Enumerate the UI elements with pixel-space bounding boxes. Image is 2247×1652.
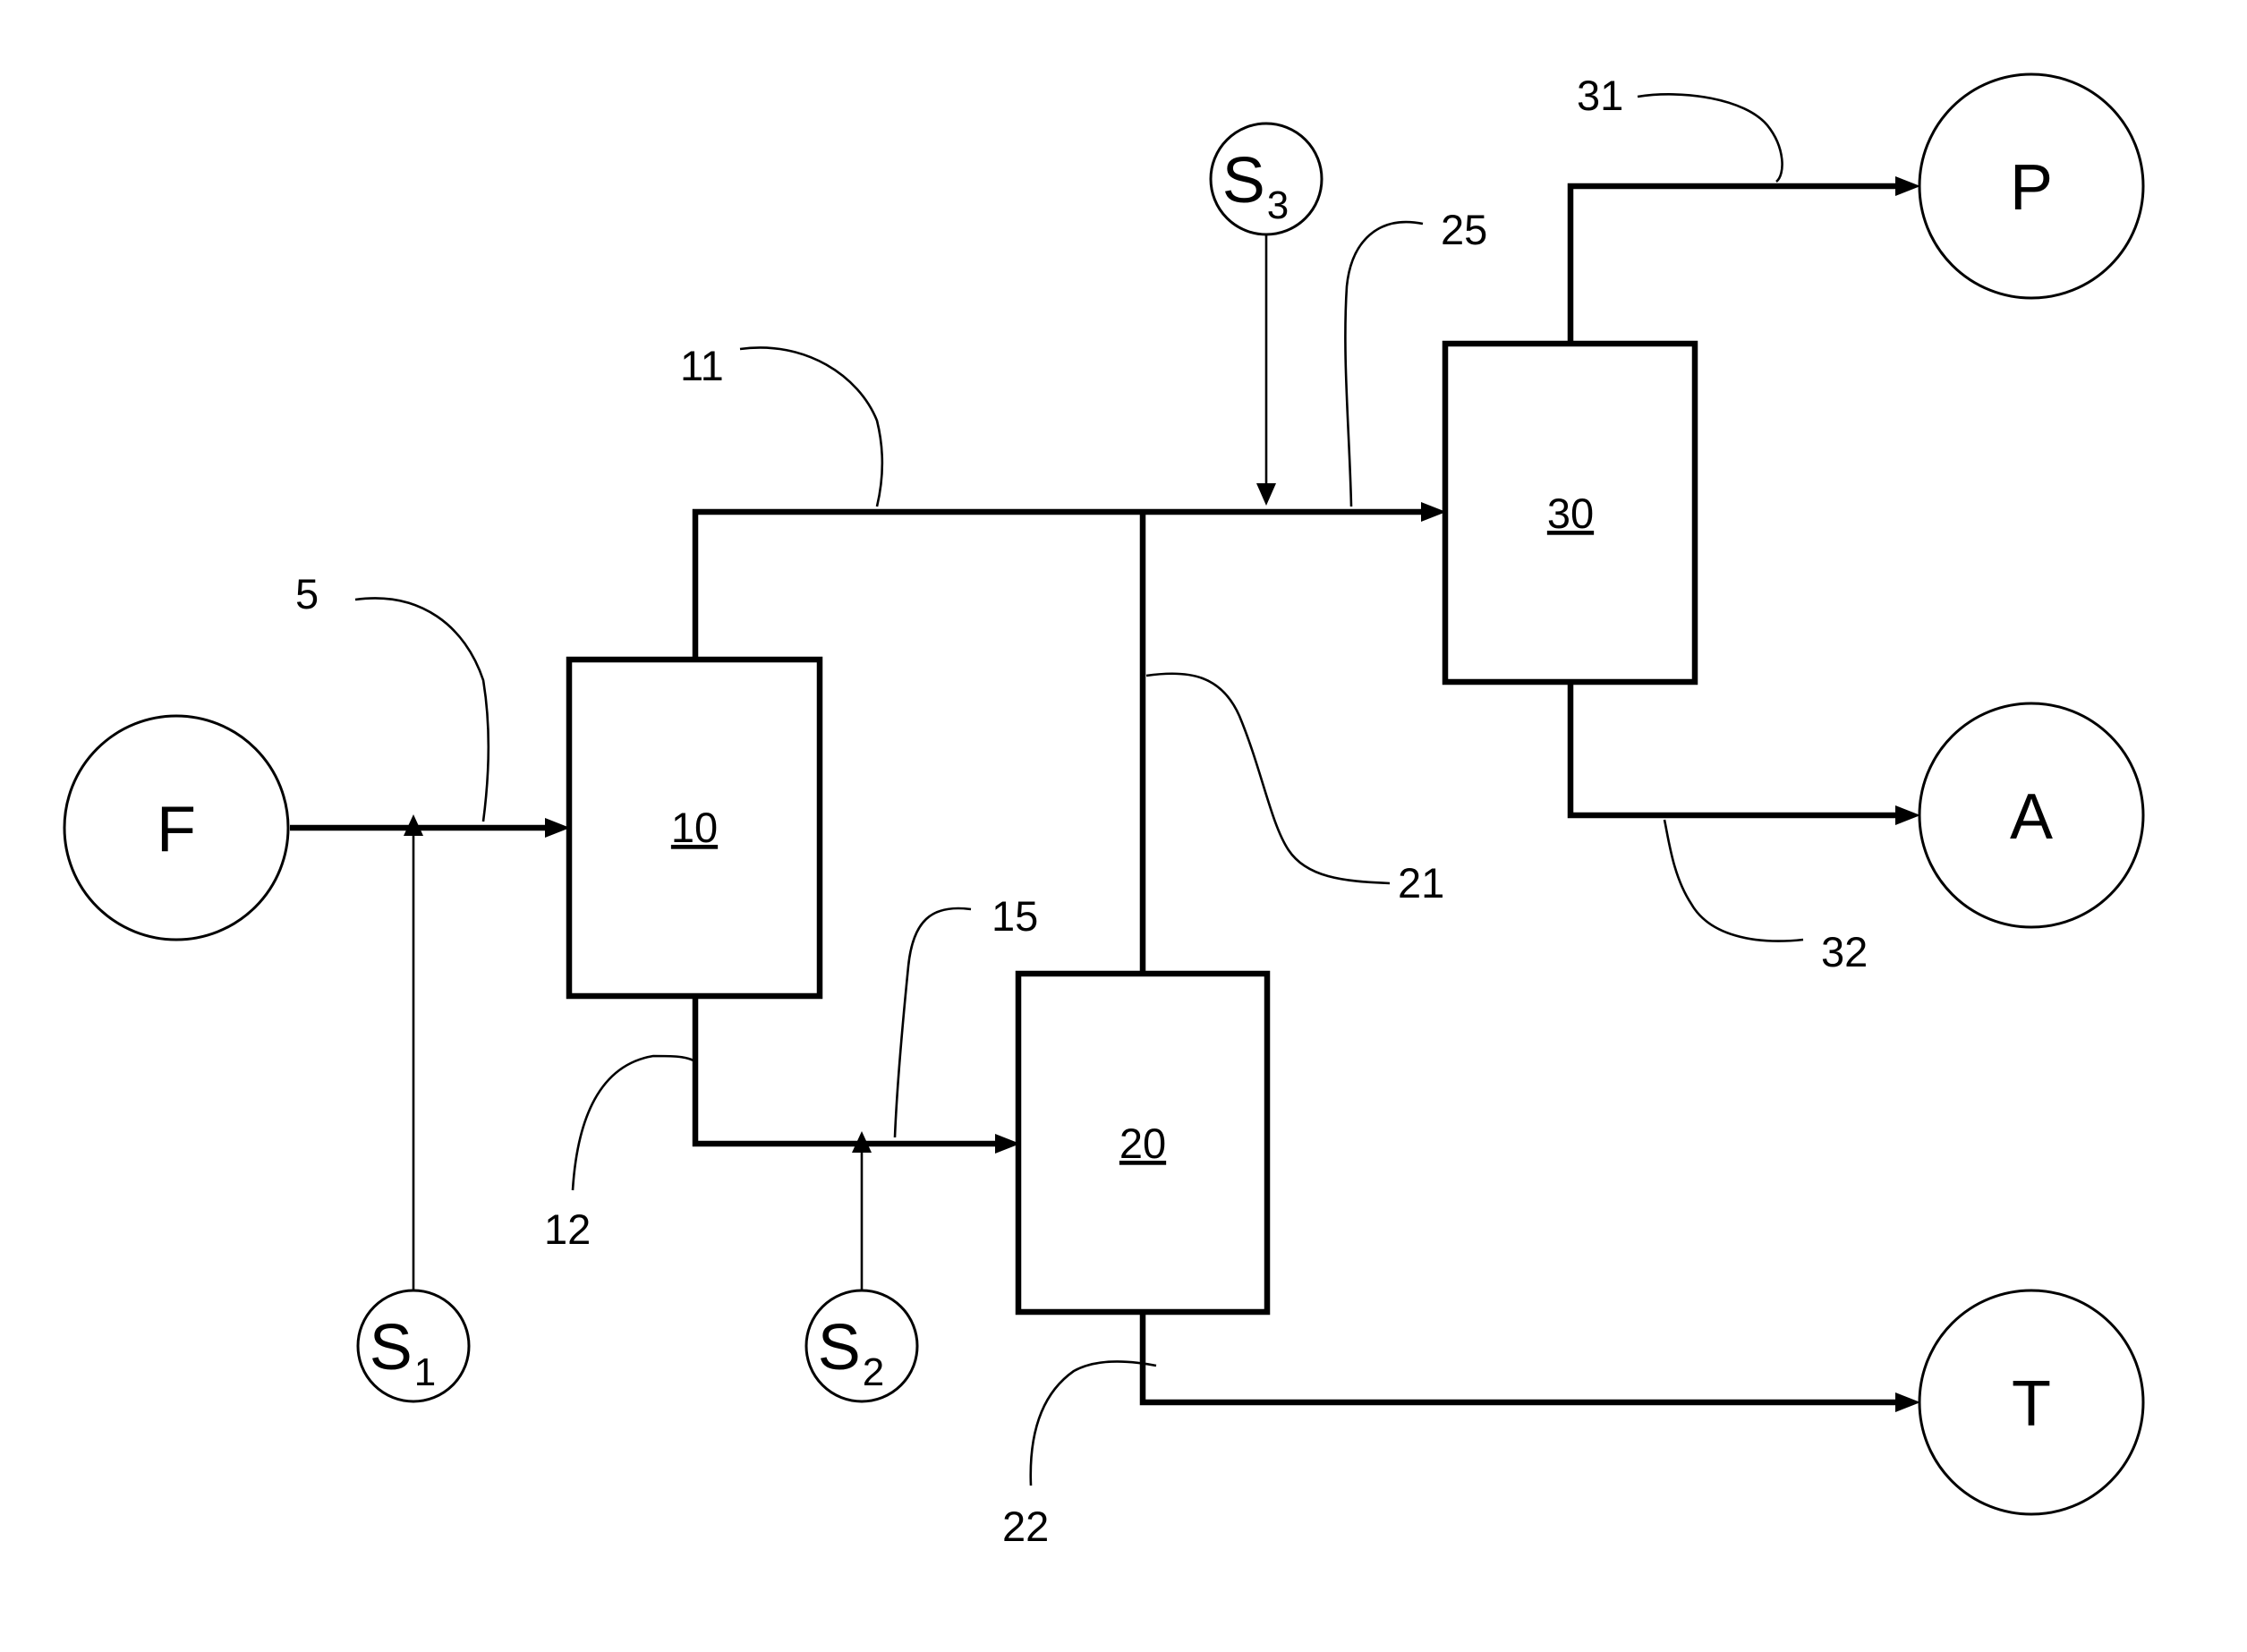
solvent-s1: S1 xyxy=(358,1290,469,1401)
reference-numbers: 5 11 12 15 21 22 25 31 32 xyxy=(295,72,1868,1550)
leader-11 xyxy=(740,347,882,507)
stream-22 xyxy=(1143,1312,1901,1402)
leader-5 xyxy=(355,598,489,822)
unit-10: 10 xyxy=(569,660,820,996)
ref-32: 32 xyxy=(1821,928,1868,975)
ref-31: 31 xyxy=(1577,72,1623,119)
ref-25: 25 xyxy=(1441,206,1487,253)
terminal-a: A xyxy=(1919,703,2143,927)
leader-21 xyxy=(1146,674,1390,883)
leader-12 xyxy=(573,1056,694,1190)
terminal-feed-label: F xyxy=(157,794,196,865)
leader-15 xyxy=(895,908,971,1137)
stream-31 xyxy=(1570,186,1901,344)
terminal-p-label: P xyxy=(2010,152,2053,224)
unit-30-label: 30 xyxy=(1547,490,1594,537)
stream-32 xyxy=(1570,682,1901,815)
terminal-t: T xyxy=(1919,1290,2143,1514)
leader-25 xyxy=(1345,222,1423,507)
leader-32 xyxy=(1664,820,1803,941)
terminal-a-label: A xyxy=(2010,781,2053,853)
unit-20-label: 20 xyxy=(1119,1120,1166,1167)
ref-11: 11 xyxy=(680,342,724,389)
terminal-t-label: T xyxy=(2012,1368,2051,1440)
ref-5: 5 xyxy=(295,570,319,617)
leader-22 xyxy=(1031,1361,1156,1486)
ref-22: 22 xyxy=(1002,1503,1049,1550)
arrow-s3-down xyxy=(1256,483,1276,506)
unit-10-label: 10 xyxy=(671,804,718,851)
terminal-p: P xyxy=(1919,74,2143,298)
ref-21: 21 xyxy=(1398,859,1444,907)
leader-31 xyxy=(1638,94,1783,182)
unit-30: 30 xyxy=(1445,344,1695,682)
solvent-s3: S3 xyxy=(1211,123,1322,234)
arrow-into-a xyxy=(1895,805,1920,825)
stream-12 xyxy=(695,996,1000,1144)
arrow-into-p xyxy=(1895,176,1920,196)
ref-12: 12 xyxy=(544,1205,591,1253)
arrow-into-t xyxy=(1895,1392,1920,1412)
stream-11 xyxy=(695,512,1427,660)
ref-15: 15 xyxy=(992,892,1038,940)
terminal-feed: F xyxy=(64,716,288,940)
solvent-s2: S2 xyxy=(806,1290,917,1401)
unit-20: 20 xyxy=(1018,974,1267,1312)
